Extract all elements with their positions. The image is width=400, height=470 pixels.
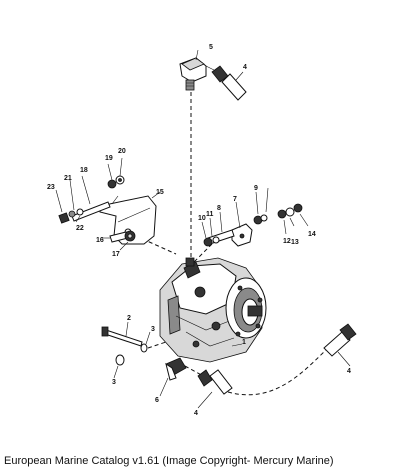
- bracket-part-15: [99, 191, 161, 245]
- callout-c16: 16: [96, 237, 104, 244]
- callout-c7: 7: [233, 196, 237, 203]
- washer-part-3: [113, 331, 151, 379]
- clip-part-6: [159, 357, 187, 397]
- sensor-part-4-lower: [197, 369, 233, 409]
- callout-c1: 1: [242, 339, 246, 346]
- callout-c3a: 3: [151, 326, 155, 333]
- callout-c9: 9: [254, 185, 258, 192]
- callout-c10: 10: [198, 215, 206, 222]
- callout-c5: 5: [209, 44, 213, 51]
- callout-c11: 11: [206, 211, 214, 218]
- image-caption: European Marine Catalog v1.61 (Image Cop…: [4, 455, 334, 467]
- callout-c4c: 4: [347, 368, 351, 375]
- callout-c4a: 4: [243, 64, 247, 71]
- right-hardware: [201, 187, 309, 247]
- bolt-part-2: [101, 321, 143, 347]
- elbow-fitting-part-5: [179, 49, 207, 91]
- callout-c6: 6: [155, 397, 159, 404]
- callout-c18: 18: [80, 167, 88, 174]
- callout-c19: 19: [105, 155, 113, 162]
- drive-housing-part-1: [159, 257, 267, 363]
- callout-c15: 15: [156, 189, 164, 196]
- callout-c3b: 3: [112, 379, 116, 386]
- left-hardware: [55, 157, 136, 251]
- sensor-part-4-right: [323, 323, 357, 367]
- callout-c12: 12: [283, 238, 291, 245]
- callout-c13: 13: [291, 239, 299, 246]
- callout-c23: 23: [47, 184, 55, 191]
- callout-c20: 20: [118, 148, 126, 155]
- callout-c22: 22: [76, 225, 84, 232]
- sensor-part-4-top: [205, 65, 247, 101]
- callout-c21: 21: [64, 175, 72, 182]
- callout-c17: 17: [112, 251, 120, 258]
- callout-c14: 14: [308, 231, 316, 238]
- callout-c2: 2: [127, 315, 131, 322]
- callout-c4b: 4: [194, 410, 198, 417]
- callout-c8: 8: [217, 205, 221, 212]
